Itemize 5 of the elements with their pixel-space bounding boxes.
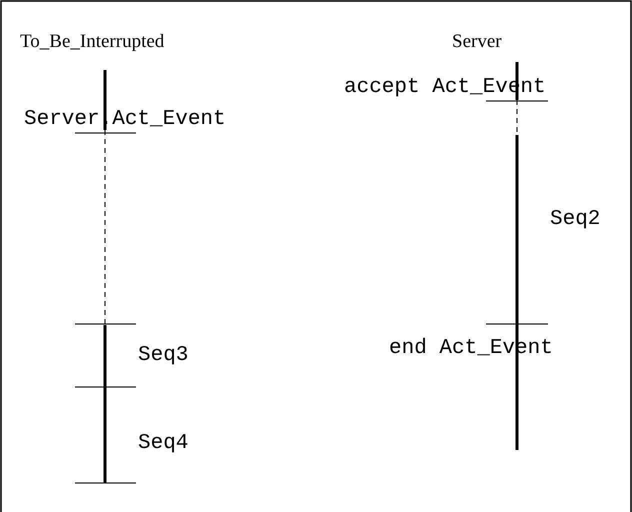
column-heading: To_Be_Interrupted	[20, 30, 164, 54]
sequence-label: Seq3	[138, 344, 188, 368]
sequence-label: Seq2	[550, 208, 600, 232]
sequence-label: Seq4	[138, 432, 188, 456]
column-heading: Server	[452, 30, 502, 54]
